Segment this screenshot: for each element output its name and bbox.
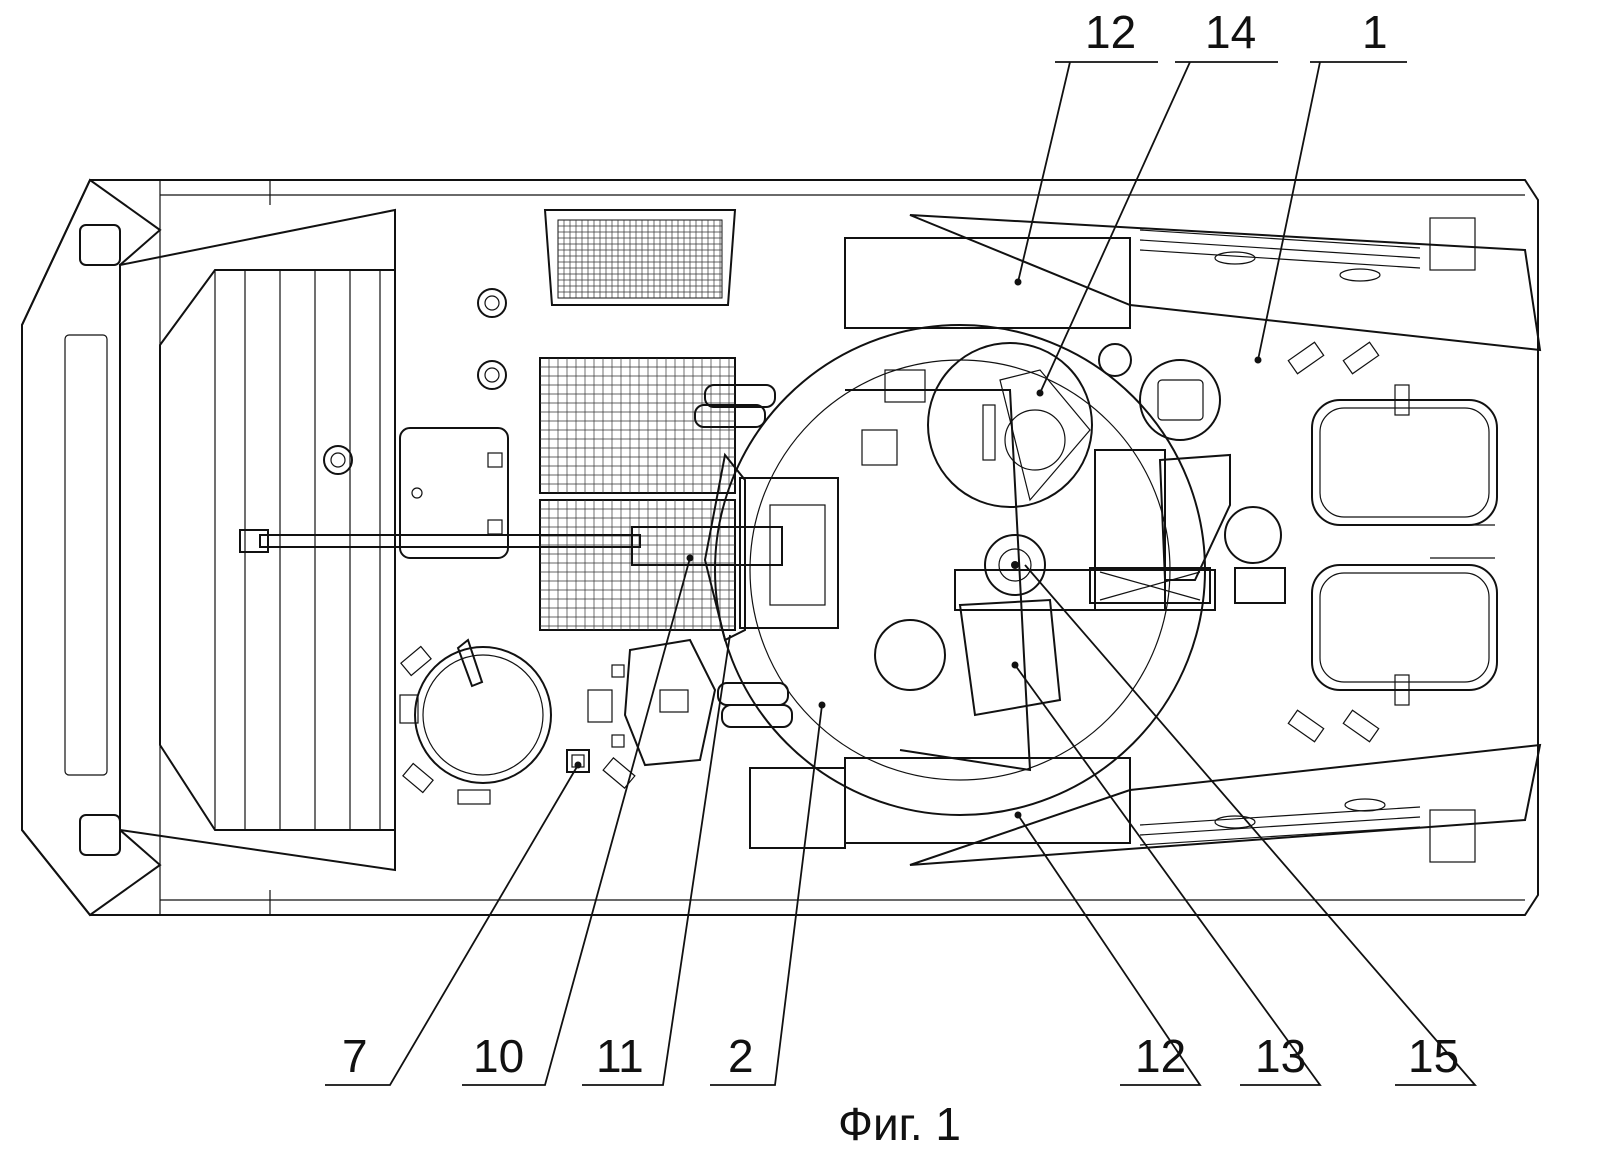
callout-labels: 12 14 1 7 10 11 2 12 13 15	[342, 6, 1459, 1082]
stowage-box-top	[844, 237, 1131, 329]
deck-round-fittings	[323, 288, 507, 475]
callout-bottom-7: 7	[342, 1030, 368, 1082]
callout-bottom-11: 11	[596, 1030, 644, 1082]
callout-top-14: 14	[1205, 6, 1256, 58]
turret	[714, 324, 1286, 816]
front-slats	[214, 270, 381, 830]
callout-top-12: 12	[1085, 6, 1136, 58]
rear-side-panels	[909, 214, 1542, 866]
smoke-launchers	[694, 384, 793, 728]
callout-leaders	[325, 61, 1477, 1086]
driver-hatch	[399, 427, 509, 559]
engine-grille	[543, 209, 737, 306]
figure-caption: Фиг. 1	[838, 1098, 961, 1150]
hatch-10	[611, 638, 717, 767]
plate-2	[749, 767, 846, 849]
small-hatch-7	[566, 689, 636, 789]
hull-outline	[21, 178, 1539, 917]
callout-bottom-2: 2	[728, 1030, 754, 1082]
rear-doors	[1287, 341, 1498, 743]
callout-bottom-13: 13	[1255, 1030, 1306, 1082]
callout-bottom-15: 15	[1408, 1030, 1459, 1082]
stowage-box-bottom	[844, 757, 1131, 844]
callout-bottom-10: 10	[473, 1030, 524, 1082]
callout-bottom-12: 12	[1135, 1030, 1186, 1082]
periscope-round-hatch	[399, 638, 552, 805]
callout-top-1: 1	[1362, 6, 1388, 58]
main-gun	[239, 452, 839, 642]
